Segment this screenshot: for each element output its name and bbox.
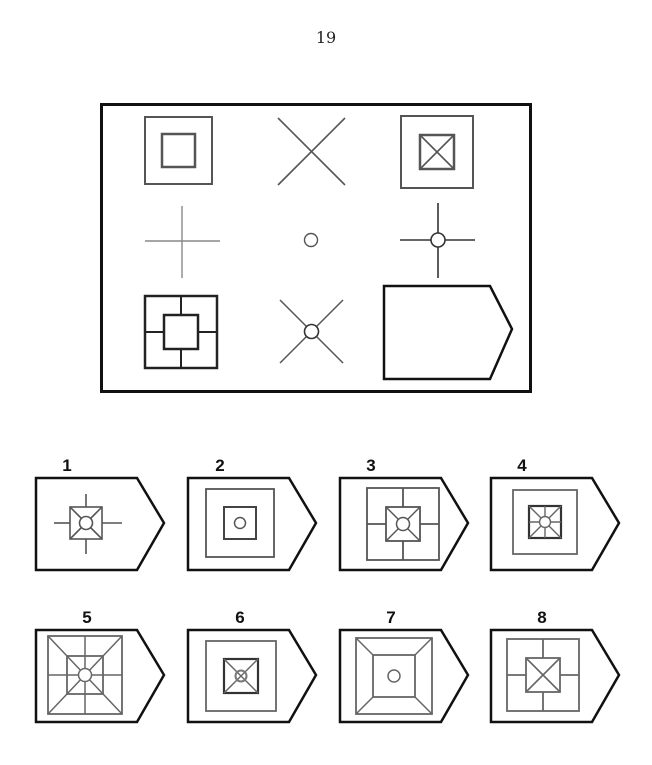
- page-number: 19: [315, 28, 337, 47]
- option-3-label: 3: [366, 456, 376, 475]
- option-8[interactable]: [489, 628, 623, 724]
- cell-3-square-x-in-square: [400, 115, 474, 189]
- option-4[interactable]: [489, 476, 623, 572]
- option-6-label: 6: [235, 608, 245, 627]
- option-1-label: 1: [62, 456, 72, 475]
- puzzle-matrix: [100, 103, 532, 393]
- cell-4-plus-cross: [145, 206, 220, 278]
- option-2[interactable]: [186, 476, 320, 572]
- option-4-label: 4: [517, 456, 527, 475]
- option-8-label: 8: [537, 608, 547, 627]
- option-2-label: 2: [215, 456, 225, 475]
- option-3[interactable]: [338, 476, 472, 572]
- option-6[interactable]: [186, 628, 320, 724]
- cell-7-square-with-connectors: [143, 294, 219, 370]
- option-5[interactable]: [34, 628, 168, 724]
- cell-2-x-cross: [277, 117, 346, 186]
- cell-8-x-with-circle: [279, 299, 344, 364]
- option-1[interactable]: [34, 476, 168, 572]
- option-7-label: 7: [386, 608, 396, 627]
- cell-6-plus-with-circle: [400, 203, 475, 278]
- cell-5-small-circle: [303, 232, 319, 248]
- cell-9-empty-answer-slot: [382, 284, 514, 381]
- option-7[interactable]: [338, 628, 472, 724]
- option-5-label: 5: [82, 608, 92, 627]
- matrix-frame: [100, 103, 532, 393]
- cell-1-square-in-square: [144, 116, 213, 185]
